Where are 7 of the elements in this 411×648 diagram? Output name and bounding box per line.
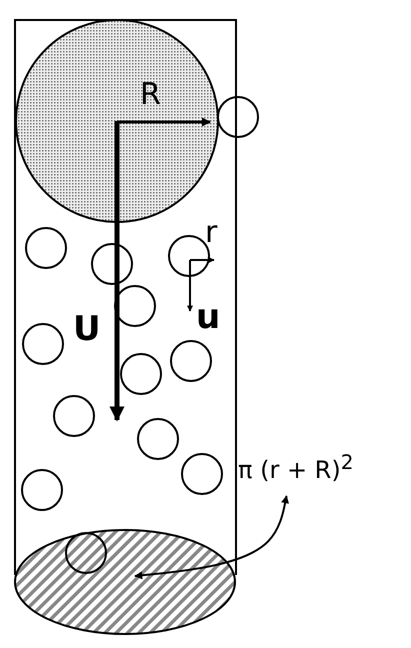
cross-section-ellipse xyxy=(14,529,236,635)
leader-arrow xyxy=(134,495,289,580)
radius-label: r xyxy=(205,218,218,248)
radius-label: R xyxy=(140,80,161,110)
formula-label: π (r + R)$^{2}$ xyxy=(238,452,354,482)
velocity-label: U xyxy=(73,312,101,346)
velocity-label: u xyxy=(196,300,220,334)
